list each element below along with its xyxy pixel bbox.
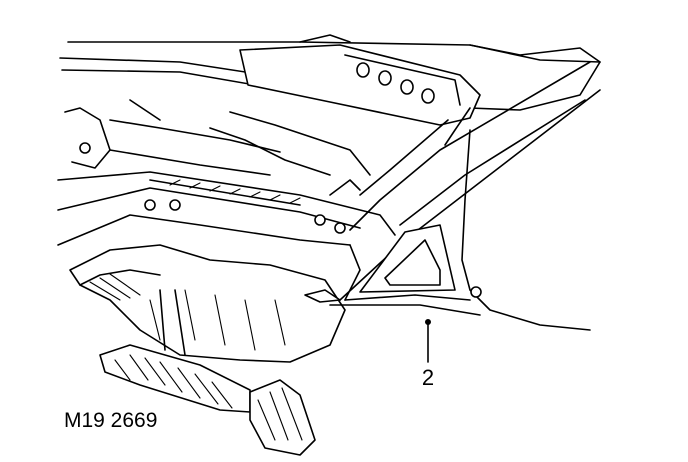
fixing-point (144, 199, 156, 211)
side-trim-panel (304, 129, 591, 331)
callout-2: 2 (422, 319, 434, 390)
fixing-point (470, 286, 482, 298)
carpet-insulation (69, 244, 346, 363)
trim-tip (304, 289, 341, 303)
bracket-hole (421, 88, 435, 104)
fixing-point (334, 222, 346, 234)
fixing-point (314, 214, 326, 226)
bracket-plate (239, 44, 481, 126)
callout-label: 2 (422, 365, 434, 390)
bracket-hole (378, 70, 392, 86)
pedal-pad (249, 379, 316, 456)
fixing-point (169, 199, 181, 211)
bracket-hole (356, 62, 370, 78)
a-pillar (339, 61, 601, 301)
bracket-hole (400, 79, 414, 95)
figure-code: M19 2669 (64, 409, 157, 432)
steering-column (64, 99, 371, 176)
cross-member (57, 171, 396, 236)
floor-pan (57, 214, 361, 301)
pedals (99, 289, 316, 456)
fixing-point (79, 142, 91, 154)
